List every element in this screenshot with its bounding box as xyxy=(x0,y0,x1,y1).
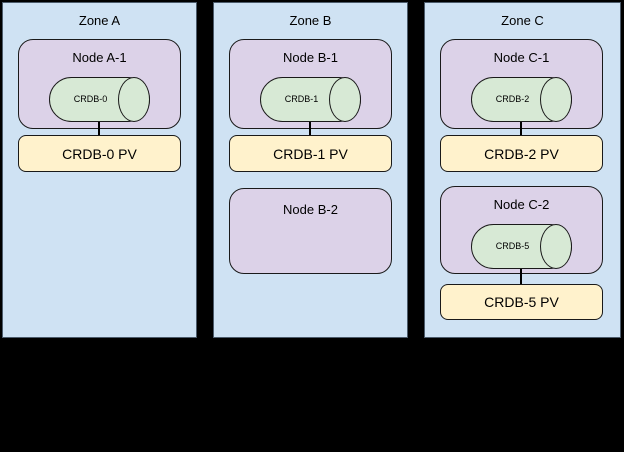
crdb-2-pv-box: CRDB-2 PV xyxy=(440,135,603,172)
crdb-1-cylinder: CRDB-1 xyxy=(260,77,361,122)
node-c1-label: Node C-1 xyxy=(493,50,550,65)
node-c2-label: Node C-2 xyxy=(493,197,550,212)
crdb-1-pv-label: CRDB-1 PV xyxy=(273,145,348,162)
cylinder-face-icon xyxy=(540,77,572,122)
crdb-5-cylinder-label: CRDB-5 xyxy=(495,241,530,251)
crdb-5-cylinder: CRDB-5 xyxy=(471,224,572,269)
node-a1-label: Node A-1 xyxy=(72,50,127,65)
connector-line-c2 xyxy=(520,269,522,285)
crdb-2-cylinder-label: CRDB-2 xyxy=(495,94,530,104)
crdb-2-cylinder: CRDB-2 xyxy=(471,77,572,122)
connector-line-c1 xyxy=(520,122,522,136)
crdb-0-pv-label: CRDB-0 PV xyxy=(62,145,137,162)
connector-line-b1 xyxy=(309,122,311,136)
crdb-0-cylinder-label: CRDB-0 xyxy=(73,94,108,104)
node-b1-box: Node B-1 CRDB-1 xyxy=(229,39,392,129)
zone-c-container: Zone C Node C-1 CRDB-2 CRDB-2 PV Node C-… xyxy=(424,2,621,338)
node-c2-box: Node C-2 CRDB-5 xyxy=(440,186,603,274)
cylinder-face-icon xyxy=(329,77,361,122)
cylinder-face-icon xyxy=(118,77,150,122)
crdb-0-pv-box: CRDB-0 PV xyxy=(18,135,181,172)
crdb-5-pv-box: CRDB-5 PV xyxy=(440,284,603,320)
zone-a-title: Zone A xyxy=(78,13,121,28)
zone-c-title: Zone C xyxy=(501,13,544,28)
node-b2-box: Node B-2 xyxy=(229,188,392,274)
zone-a-container: Zone A Node A-1 CRDB-0 CRDB-0 PV xyxy=(2,2,197,338)
crdb-2-pv-label: CRDB-2 PV xyxy=(484,145,559,162)
cylinder-face-icon xyxy=(540,224,572,269)
crdb-5-pv-label: CRDB-5 PV xyxy=(484,294,559,310)
zone-b-title: Zone B xyxy=(289,13,332,28)
crdb-1-pv-box: CRDB-1 PV xyxy=(229,135,392,172)
node-b2-label: Node B-2 xyxy=(283,202,338,217)
node-a1-box: Node A-1 CRDB-0 xyxy=(18,39,181,129)
zone-b-container: Zone B Node B-1 CRDB-1 CRDB-1 PV Node B-… xyxy=(213,2,408,338)
connector-line-a1 xyxy=(98,122,100,136)
node-c1-box: Node C-1 CRDB-2 xyxy=(440,39,603,129)
crdb-1-cylinder-label: CRDB-1 xyxy=(284,94,319,104)
node-b1-label: Node B-1 xyxy=(283,50,338,65)
crdb-0-cylinder: CRDB-0 xyxy=(49,77,150,122)
